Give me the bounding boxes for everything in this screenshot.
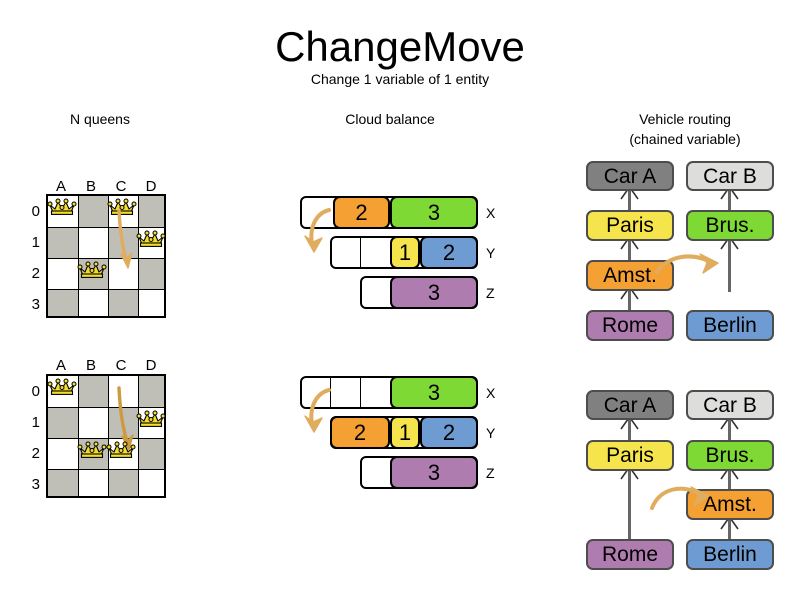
board-cell-c3[interactable]: [108, 289, 138, 316]
board2-cell-b0[interactable]: [78, 376, 108, 407]
vehicle-node-car-b[interactable]: Car B: [686, 161, 774, 191]
edge-rome-paris-after: [628, 470, 631, 542]
board2-cell-a3[interactable]: [48, 469, 78, 496]
board2-cell-a1[interactable]: [48, 407, 78, 438]
board-cell-d2[interactable]: [138, 258, 164, 289]
vehicle-node-brussels-after[interactable]: Brus.: [686, 440, 774, 471]
page-subtitle: Change 1 variable of 1 entity: [310, 71, 490, 87]
file-label-b-2: B: [85, 357, 96, 374]
cloud-process-purple-z[interactable]: 3: [390, 276, 478, 309]
cloud-label-z-before: Z: [486, 285, 495, 301]
rank-label-3-2: 3: [31, 476, 40, 493]
move-arrow-cloud-before: [304, 208, 331, 253]
cloud-process-orange-x[interactable]: 2: [333, 196, 390, 229]
vehicle-node-rome[interactable]: Rome: [586, 310, 674, 341]
file-label-d: D: [145, 178, 157, 195]
chessboard-after[interactable]: [46, 374, 166, 498]
queen-a0-after[interactable]: [47, 377, 77, 399]
section-heading-routing-line1: Vehicle routing: [639, 111, 731, 127]
move-arrow-routing-after: [650, 486, 710, 510]
queen-b2-after[interactable]: [77, 440, 107, 462]
edge-brus-carb: [728, 190, 731, 212]
queen-a0[interactable]: [47, 197, 77, 219]
vehicle-node-car-a[interactable]: Car A: [586, 161, 674, 191]
vehicle-node-amsterdam[interactable]: Amst.: [586, 260, 674, 291]
vehicle-node-rome-after[interactable]: Rome: [586, 539, 674, 570]
rank-label-1: 1: [31, 234, 40, 251]
board-cell-a2[interactable]: [48, 258, 78, 289]
cloud-process-yellow-y-after[interactable]: 1: [390, 416, 420, 449]
vehicle-node-berlin-after[interactable]: Berlin: [686, 539, 774, 570]
edge-paris-cara: [628, 190, 631, 212]
section-heading-nqueens: N queens: [70, 111, 130, 127]
vehicle-node-paris-after[interactable]: Paris: [586, 440, 674, 471]
cloud-process-blue-y-after[interactable]: 2: [420, 416, 478, 449]
file-label-c-2: C: [115, 357, 127, 374]
edge-amst-brus-after: [728, 470, 731, 492]
queen-c2-after[interactable]: [106, 440, 136, 462]
cloud-label-y-before: Y: [486, 245, 496, 261]
cloud-process-orange-y-after[interactable]: 2: [330, 416, 390, 449]
board-cell-c2[interactable]: [108, 258, 138, 289]
cloud-label-y-after: Y: [486, 425, 496, 441]
vehicle-node-amsterdam-after[interactable]: Amst.: [686, 489, 774, 520]
board-cell-a3[interactable]: [48, 289, 78, 316]
queen-b2[interactable]: [77, 260, 107, 282]
move-arrow-nqueens-before: [117, 209, 133, 269]
queen-d1-after[interactable]: [136, 409, 166, 431]
cloud-process-yellow-y[interactable]: 1: [390, 236, 420, 269]
rank-label-0-2: 0: [31, 383, 40, 400]
file-label-b: B: [85, 178, 96, 195]
move-arrow-routing-before: [655, 253, 719, 274]
file-label-a: A: [55, 178, 66, 195]
queen-d1[interactable]: [136, 229, 166, 251]
section-heading-cloud: Cloud balance: [345, 111, 435, 127]
rank-label-0: 0: [31, 203, 40, 220]
edge-amst-paris: [628, 240, 631, 262]
move-arrow-cloud-after: [304, 388, 331, 433]
file-label-a-2: A: [55, 357, 66, 374]
board2-cell-a2[interactable]: [48, 438, 78, 469]
file-label-d-2: D: [145, 357, 157, 374]
vehicle-node-paris[interactable]: Paris: [586, 210, 674, 241]
board2-cell-d0[interactable]: [138, 376, 164, 407]
rank-label-1-2: 1: [31, 414, 40, 431]
cloud-process-purple-z-after[interactable]: 3: [390, 456, 478, 489]
edge-brus-carb-after: [728, 420, 731, 442]
edge-berlin-brus: [728, 240, 731, 292]
file-label-c: C: [115, 178, 127, 195]
board2-cell-b1[interactable]: [78, 407, 108, 438]
edge-berlin-amst-after: [728, 520, 731, 542]
board2-cell-c0[interactable]: [108, 376, 138, 407]
board-cell-d0[interactable]: [138, 196, 164, 227]
board-cell-b3[interactable]: [78, 289, 108, 316]
vehicle-node-berlin[interactable]: Berlin: [686, 310, 774, 341]
cloud-label-x-before: X: [486, 205, 496, 221]
edge-paris-cara-after: [628, 420, 631, 442]
cloud-process-green-x-after[interactable]: 3: [390, 376, 478, 409]
cloud-process-green-x[interactable]: 3: [390, 196, 478, 229]
cloud-process-blue-y[interactable]: 2: [420, 236, 478, 269]
board2-cell-c3[interactable]: [108, 469, 138, 496]
queen-c0[interactable]: [107, 197, 137, 219]
vehicle-node-car-a-after[interactable]: Car A: [586, 390, 674, 420]
section-heading-routing-line2: (chained variable): [629, 131, 741, 147]
board-cell-b1[interactable]: [78, 227, 108, 258]
rank-label-2-2: 2: [31, 445, 40, 462]
rank-label-3: 3: [31, 296, 40, 313]
rank-label-2: 2: [31, 265, 40, 282]
vehicle-node-brussels[interactable]: Brus.: [686, 210, 774, 241]
board-cell-b0[interactable]: [78, 196, 108, 227]
cloud-label-x-after: X: [486, 385, 496, 401]
board2-cell-d2[interactable]: [138, 438, 164, 469]
board-cell-a1[interactable]: [48, 227, 78, 258]
edge-rome-amst: [628, 290, 631, 312]
board-cell-d3[interactable]: [138, 289, 164, 316]
vehicle-node-car-b-after[interactable]: Car B: [686, 390, 774, 420]
board2-cell-d3[interactable]: [138, 469, 164, 496]
board2-cell-b3[interactable]: [78, 469, 108, 496]
page-title: ChangeMove: [275, 23, 525, 70]
cloud-label-z-after: Z: [486, 465, 495, 481]
